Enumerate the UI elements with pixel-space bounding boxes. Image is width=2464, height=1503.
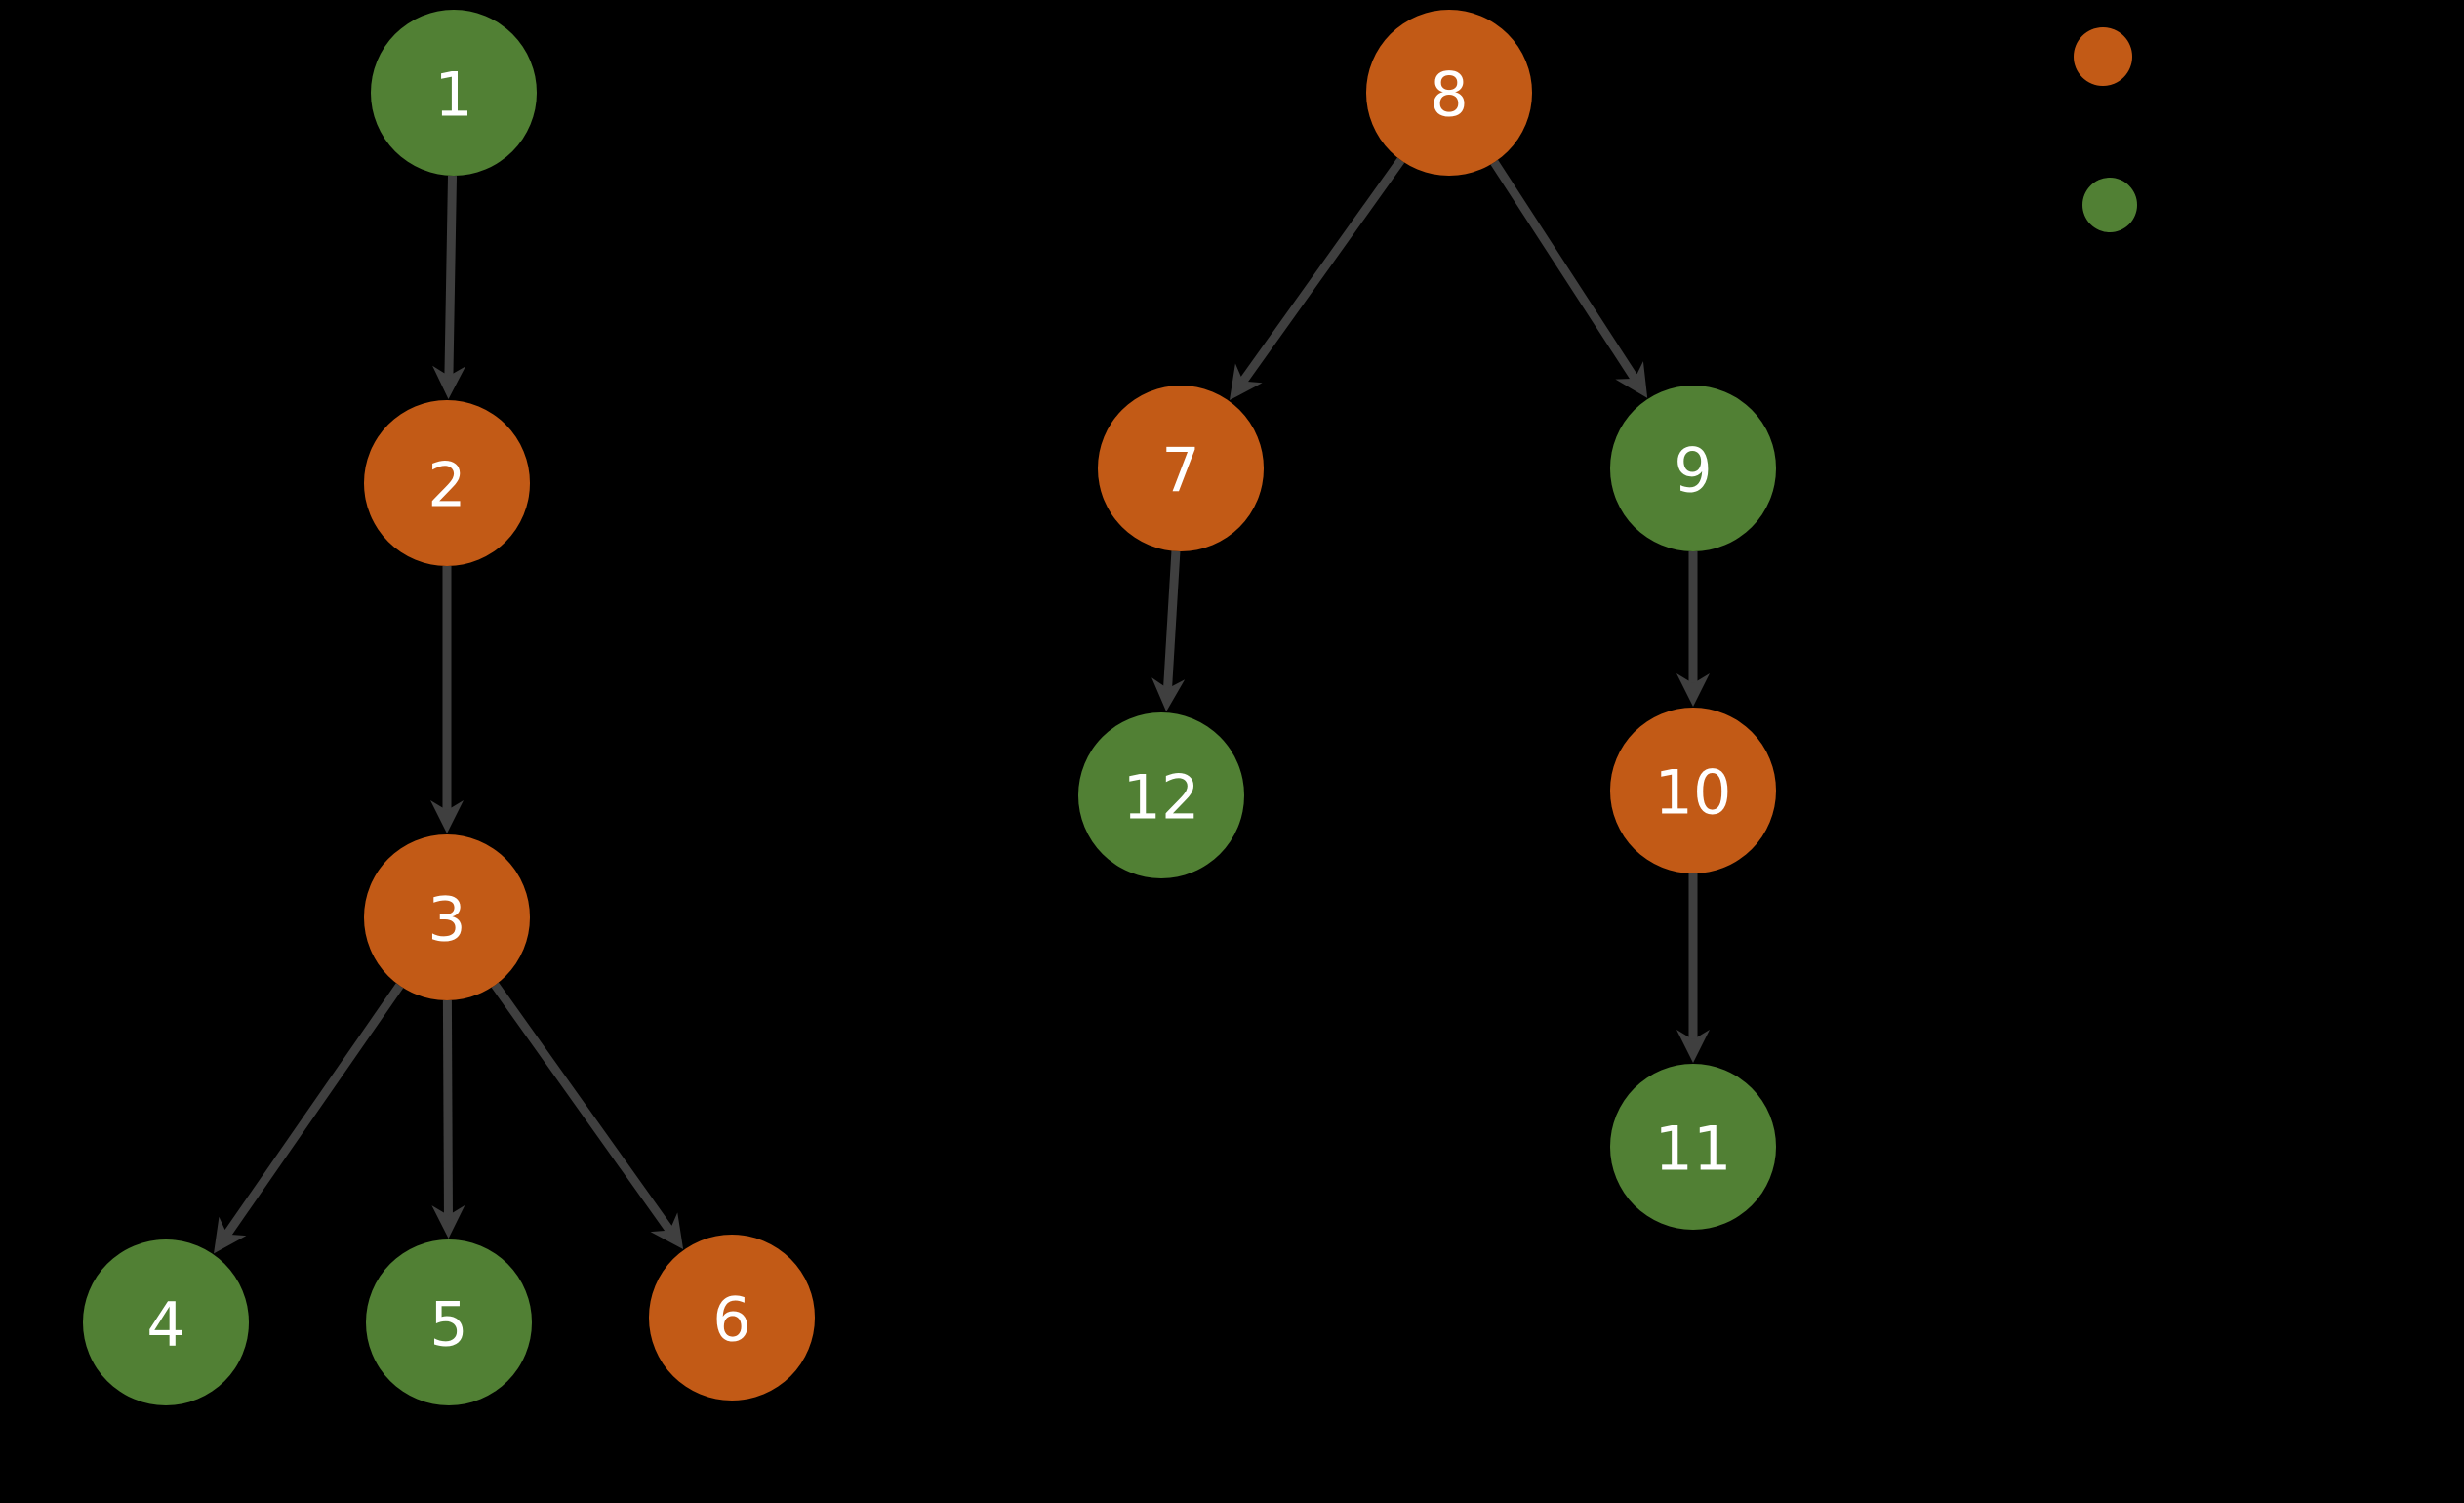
graph-node-2[interactable]: 2	[364, 400, 530, 566]
edge-line	[1162, 550, 1181, 693]
edge-line	[1236, 157, 1405, 387]
node-circle[interactable]	[371, 10, 537, 176]
node-circle[interactable]	[1098, 386, 1264, 551]
legend-swatch-icon[interactable]	[2074, 27, 2132, 86]
legend-swatch-icon[interactable]	[2082, 178, 2137, 232]
edge-line	[1490, 159, 1641, 385]
graph-edge-3-to-6	[491, 982, 684, 1249]
edge-arrowhead-icon	[432, 365, 466, 400]
node-circle[interactable]	[364, 400, 530, 566]
graph-node-1[interactable]: 1	[371, 10, 537, 176]
legend-item-2[interactable]	[2082, 178, 2137, 232]
edges-layer	[214, 157, 1710, 1254]
node-circle[interactable]	[366, 1239, 532, 1405]
graph-edge-3-to-5	[431, 999, 465, 1239]
edge-line	[221, 983, 404, 1240]
legend-layer	[2074, 27, 2137, 232]
edge-line	[444, 175, 458, 381]
node-circle[interactable]	[1610, 708, 1776, 873]
graph-edge-2-to-3	[430, 566, 464, 833]
edge-arrowhead-icon	[1676, 1030, 1710, 1063]
graph-edge-10-to-11	[1676, 873, 1710, 1063]
legend-item-1[interactable]	[2074, 27, 2132, 86]
graph-node-6[interactable]: 6	[649, 1235, 815, 1401]
graph-edge-3-to-4	[214, 983, 404, 1254]
node-circle[interactable]	[83, 1239, 249, 1405]
edge-arrowhead-icon	[1676, 673, 1710, 707]
graph-node-11[interactable]: 11	[1610, 1064, 1776, 1230]
graph-edge-9-to-10	[1676, 551, 1710, 707]
graph-edge-7-to-12	[1151, 550, 1186, 712]
graph-node-4[interactable]: 4	[83, 1239, 249, 1405]
graph-node-12[interactable]: 12	[1078, 712, 1244, 878]
node-circle[interactable]	[1366, 10, 1532, 176]
edge-arrowhead-icon	[1229, 363, 1263, 401]
edge-line	[491, 982, 676, 1237]
edge-arrowhead-icon	[650, 1212, 684, 1249]
node-circle[interactable]	[1610, 386, 1776, 551]
graph-node-7[interactable]: 7	[1098, 386, 1264, 551]
edge-arrowhead-icon	[431, 1204, 465, 1239]
graph-node-8[interactable]: 8	[1366, 10, 1532, 176]
edge-arrowhead-icon	[214, 1216, 247, 1254]
edge-arrowhead-icon	[1151, 677, 1186, 712]
node-circle[interactable]	[364, 834, 530, 1000]
node-circle[interactable]	[1610, 1064, 1776, 1230]
edge-line	[442, 999, 453, 1220]
edge-arrowhead-icon	[1615, 361, 1648, 398]
graph-edge-8-to-9	[1490, 159, 1648, 398]
edge-arrowhead-icon	[430, 800, 464, 833]
graph-node-10[interactable]: 10	[1610, 708, 1776, 873]
node-circle[interactable]	[1078, 712, 1244, 878]
graph-node-9[interactable]: 9	[1610, 386, 1776, 551]
graph-node-3[interactable]: 3	[364, 834, 530, 1000]
graph-edge-8-to-7	[1229, 157, 1405, 401]
graph-edge-1-to-2	[432, 175, 466, 400]
node-circle[interactable]	[649, 1235, 815, 1401]
graph-node-5[interactable]: 5	[366, 1239, 532, 1405]
